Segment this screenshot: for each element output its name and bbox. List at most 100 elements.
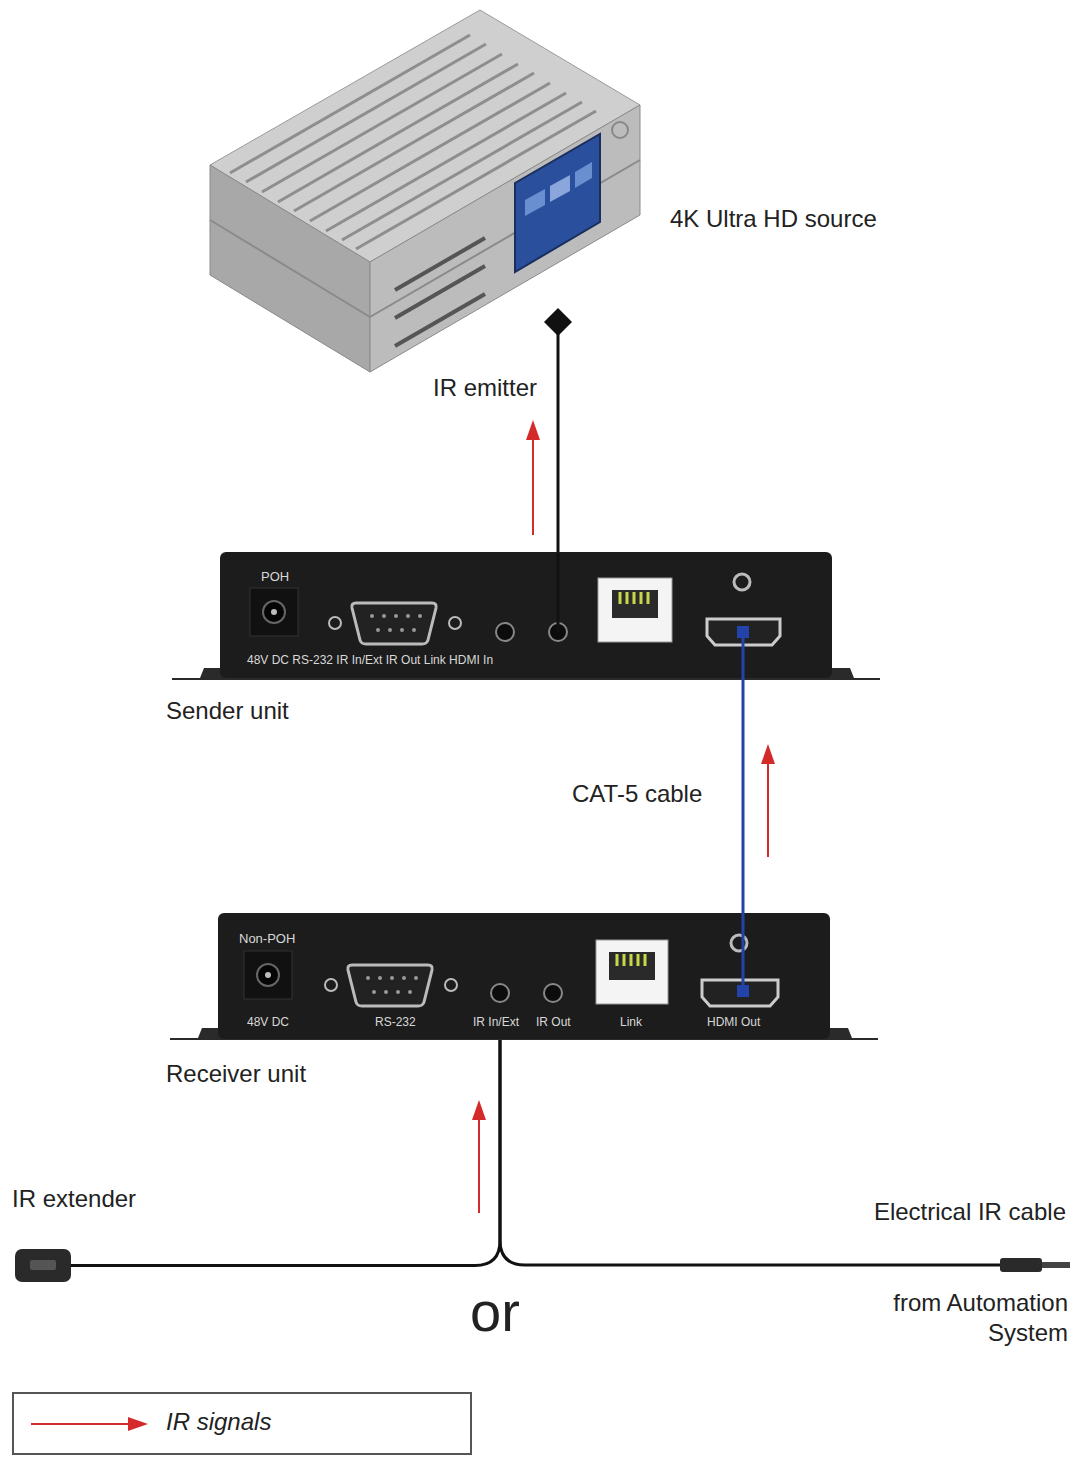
vent-ridge — [262, 54, 502, 192]
contact — [644, 954, 647, 966]
panel — [220, 552, 832, 678]
source-device: 4K Ultra HD source — [205, 10, 645, 310]
rj45-contacts — [620, 592, 648, 604]
ir-extender-window — [30, 1260, 56, 1270]
device-seam — [210, 220, 370, 317]
cable-label: IR emitter — [431, 374, 539, 403]
pin — [414, 976, 418, 980]
port-label: Link — [620, 1015, 642, 1029]
sender-unit: POH 48V DC RS-232 IR In/Ext IR Out Link H… — [220, 552, 832, 680]
rj45-contacts — [617, 954, 645, 966]
ir-signal-arrow — [767, 760, 769, 857]
contact — [616, 954, 619, 966]
pin — [408, 990, 412, 994]
rs232-pins — [366, 976, 418, 994]
power-jack — [263, 601, 285, 623]
cable-label: CAT-5 cable — [570, 780, 704, 809]
plug-body — [1000, 1258, 1042, 1272]
contact — [637, 954, 640, 966]
port-label: Non-POH — [239, 931, 295, 947]
vent-ridge — [278, 64, 518, 202]
screen-tile — [550, 175, 570, 202]
rj45-socket — [612, 590, 658, 618]
port-label: HDMI Out — [707, 1015, 760, 1029]
power-jack — [257, 964, 279, 986]
pin — [376, 628, 380, 632]
ir-signal-arrows — [472, 420, 775, 1213]
ir-jack — [496, 623, 514, 641]
device-label: IR extender — [12, 1185, 136, 1214]
vent-ridge — [294, 73, 534, 211]
cat5-wire — [742, 913, 745, 990]
power-pin — [265, 972, 271, 978]
plug-tip — [1042, 1262, 1070, 1268]
screw — [445, 979, 457, 991]
ir-cable-plug: Electrical IR cablefrom Automation Syste… — [1000, 1256, 1072, 1274]
ir-signal-arrow — [532, 436, 534, 535]
legend-arrow-head — [128, 1417, 148, 1431]
drive-bays — [395, 238, 485, 346]
pin — [396, 990, 400, 994]
device-knob — [612, 122, 628, 138]
pin — [382, 614, 386, 618]
legend-text: IR signals — [166, 1408, 271, 1436]
pin — [402, 976, 406, 980]
receiver-chassis — [170, 913, 878, 1040]
rj45-port — [598, 578, 672, 642]
sender-chassis — [172, 552, 880, 680]
ir-jack — [491, 984, 509, 1002]
ir-extender-body — [15, 1249, 71, 1282]
device-label: 4K Ultra HD source — [670, 205, 877, 234]
drive-slot — [395, 266, 485, 318]
power-jack-frame — [244, 951, 292, 999]
pin — [412, 628, 416, 632]
pin — [400, 628, 404, 632]
arrow-head — [761, 744, 775, 764]
rs232-port — [348, 965, 432, 1006]
power-pin — [271, 609, 277, 615]
rs232-port — [352, 603, 436, 644]
source-device — [210, 10, 640, 372]
ir-signal-arrow — [478, 1116, 480, 1213]
contact — [619, 592, 622, 604]
rj45-socket — [609, 952, 655, 980]
screen-tile — [575, 162, 592, 188]
device-screen — [515, 134, 600, 272]
port-label: 48V DC RS-232 IR In/Ext IR Out Link HDMI… — [247, 653, 493, 667]
ir-emitter-wire — [557, 553, 560, 632]
pin — [394, 614, 398, 618]
ir-jack — [544, 984, 562, 1002]
legend-arrow-line — [31, 1423, 132, 1425]
device-label: Receiver unit — [166, 1060, 306, 1089]
panel — [218, 913, 830, 1039]
choice-label: or — [470, 1278, 520, 1345]
contact — [623, 954, 626, 966]
pin — [390, 976, 394, 980]
arrow-head — [526, 420, 540, 440]
legend-box: IR signals — [12, 1392, 472, 1455]
pin — [388, 628, 392, 632]
port-label: POH — [261, 569, 289, 585]
pin — [366, 976, 370, 980]
pin — [384, 990, 388, 994]
rj45-port — [596, 940, 668, 1004]
pin — [418, 614, 422, 618]
vent-ridge — [230, 35, 470, 173]
device-label: Sender unit — [166, 697, 289, 726]
pin — [406, 614, 410, 618]
vent-ridge — [326, 93, 566, 231]
device-label: Electrical IR cable — [874, 1198, 1066, 1227]
pin — [370, 614, 374, 618]
contact — [647, 592, 650, 604]
cable-plug — [737, 985, 749, 997]
screw — [325, 979, 337, 991]
port-label: IR In/Ext — [473, 1015, 519, 1029]
legend-arrow — [28, 1411, 152, 1437]
screen-tile — [525, 189, 545, 216]
pin — [372, 990, 376, 994]
power-jack-frame — [250, 588, 298, 636]
port-label: RS-232 — [375, 1015, 416, 1029]
